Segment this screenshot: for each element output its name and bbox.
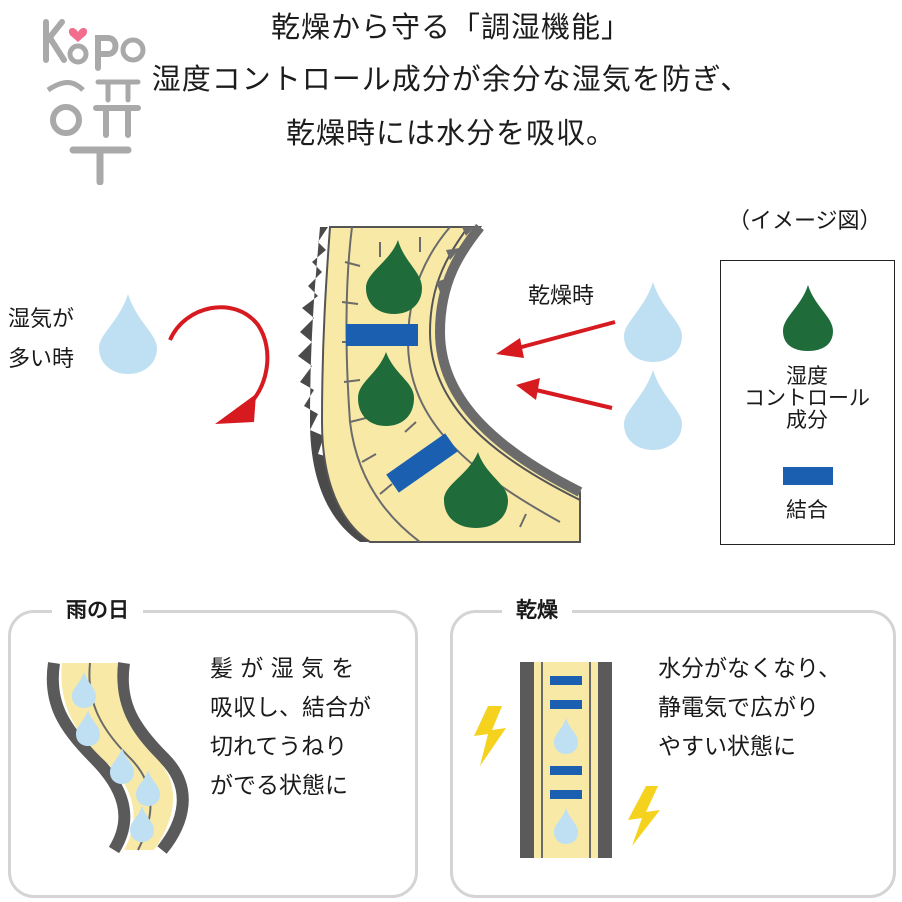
straight-hair-icon bbox=[520, 662, 612, 858]
static-spark-icon bbox=[474, 706, 506, 766]
humid-label-line-2: 多い時 bbox=[8, 347, 75, 372]
headline-line-3: 乾燥時には水分を吸収。 bbox=[285, 116, 616, 150]
water-drop-icon bbox=[624, 370, 682, 450]
rainy-day-title: 雨の日 bbox=[52, 594, 143, 624]
dry-description: 水分がなくなり、 静電気で広がり やすい状態に bbox=[658, 656, 842, 760]
water-drop-icon bbox=[624, 282, 682, 362]
legend-humidity-label: 湿度 コントロール 成分 bbox=[721, 365, 893, 431]
legend-box: 湿度 コントロール 成分 結合 bbox=[720, 260, 895, 545]
wavy-hair-icon bbox=[46, 662, 189, 854]
legend-humidity-line-1: 湿度 bbox=[786, 364, 828, 388]
image-note: （イメージ図） bbox=[728, 209, 882, 234]
water-drop-icon bbox=[99, 294, 157, 374]
rainy-day-panel bbox=[8, 610, 418, 898]
dry-time-label: 乾燥時 bbox=[528, 284, 595, 309]
humid-label-line-1: 湿気が bbox=[8, 307, 75, 332]
rainy-day-description: 髪 が 湿 気 を 吸収し、結合が 切れてうねり がでる状態に bbox=[210, 656, 371, 799]
hair-cross-section-diagram bbox=[298, 223, 583, 543]
headline-line-1: 乾燥から守る「調湿機能」 bbox=[270, 10, 631, 44]
humidity-control-drop-icon bbox=[783, 285, 833, 351]
legend-humidity-line-2: コントロール bbox=[744, 386, 870, 410]
legend-humidity-line-3: 成分 bbox=[786, 408, 828, 432]
dry-title: 乾燥 bbox=[502, 594, 572, 624]
legend-bond-label: 結合 bbox=[786, 498, 828, 522]
brand-logo bbox=[38, 10, 148, 186]
bond-bar-icon bbox=[783, 467, 833, 485]
humid-label: 湿気が 多い時 bbox=[8, 300, 74, 380]
repel-arrow-icon bbox=[168, 305, 270, 424]
headline-line-2: 湿度コントロール成分が余分な湿気を防ぎ、 bbox=[151, 62, 751, 96]
moisture-arrows-icon bbox=[496, 320, 616, 410]
brand-logo-mark bbox=[43, 19, 146, 186]
static-spark-icon bbox=[628, 786, 660, 846]
